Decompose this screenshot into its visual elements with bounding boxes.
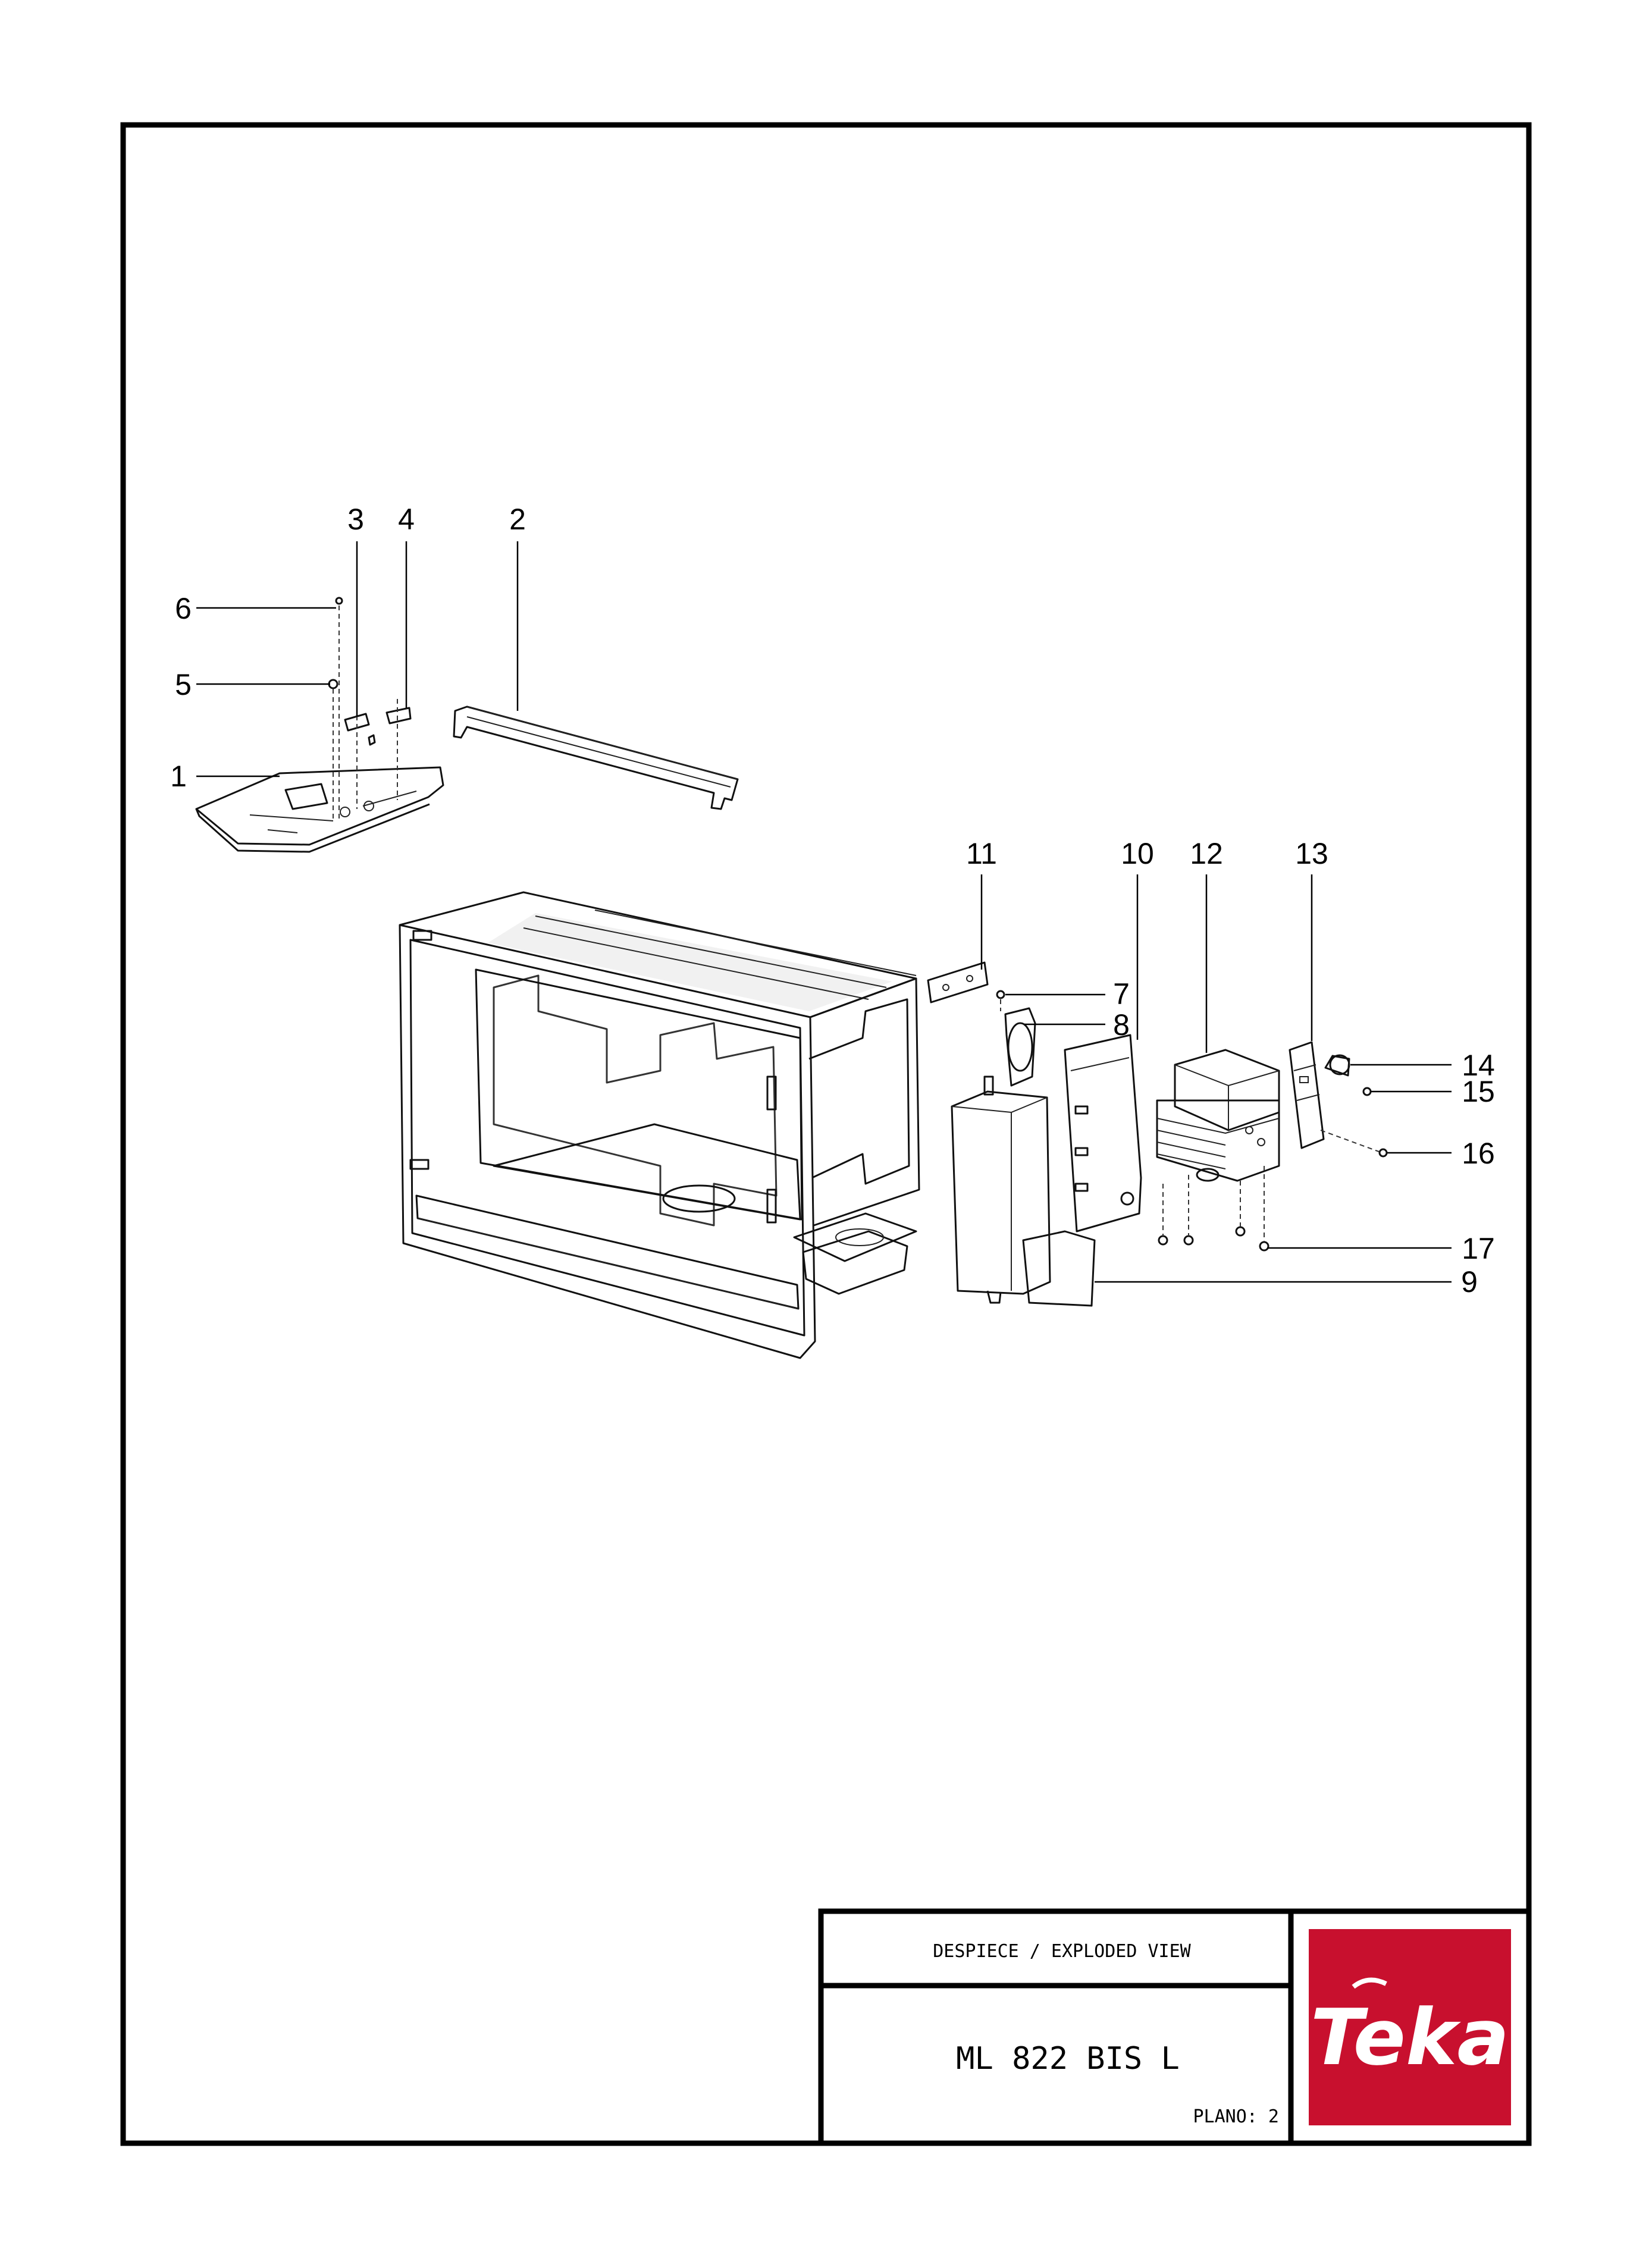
title-block: DESPIECE / EXPLODED VIEW ML 822 BIS L PL… (818, 1908, 1532, 2146)
callout-5: 5 (175, 668, 192, 701)
callout-15: 15 (1462, 1075, 1495, 1108)
callout-14: 14 (1462, 1049, 1495, 1082)
callout-6: 6 (175, 592, 192, 625)
part-2-top-rail (453, 705, 739, 810)
callout-4: 4 (398, 503, 415, 536)
screws-15-16-17 (1158, 1087, 1388, 1252)
part-12-magnetron (1156, 874, 1280, 1182)
sheet-frame (120, 122, 1532, 2146)
part-10-panel (1064, 874, 1142, 1233)
brand-logo-background (1309, 1929, 1511, 2125)
leader-lines (196, 541, 1452, 1283)
callout-numbers: 1 2 3 4 5 6 7 8 9 10 11 12 13 14 15 16 1… (170, 503, 1495, 1299)
callout-10: 10 (1121, 837, 1154, 870)
callout-13: 13 (1295, 837, 1328, 870)
callout-17: 17 (1462, 1232, 1495, 1265)
part-13-14-bracket-thermostat (1289, 874, 1350, 1149)
stirrer-assembly (793, 1212, 917, 1295)
callout-11: 11 (966, 837, 997, 870)
sheet-number: PLANO: 2 (1193, 2106, 1280, 2127)
part-9-waveguide (951, 1075, 1096, 1307)
callout-12: 12 (1190, 837, 1223, 870)
oven-cavity (399, 891, 920, 1359)
part-7-8-lamp (996, 990, 1036, 1087)
brand-logo-text: Teka (1311, 1992, 1509, 2083)
title-heading: DESPIECE / EXPLODED VIEW (933, 1941, 1191, 1962)
part-3-4-brackets (328, 597, 412, 821)
callout-8: 8 (1113, 1008, 1130, 1042)
part-11-plate (927, 874, 989, 1004)
model-name: ML 822 BIS L (956, 2041, 1180, 2077)
callout-9: 9 (1461, 1265, 1478, 1299)
part-1-base-plate (195, 766, 444, 853)
callout-3: 3 (347, 503, 364, 536)
callout-16: 16 (1462, 1137, 1495, 1170)
brand-logo: Teka (1309, 1929, 1511, 2125)
callout-1: 1 (170, 760, 187, 793)
callout-7: 7 (1113, 977, 1130, 1011)
callout-2: 2 (509, 503, 526, 536)
